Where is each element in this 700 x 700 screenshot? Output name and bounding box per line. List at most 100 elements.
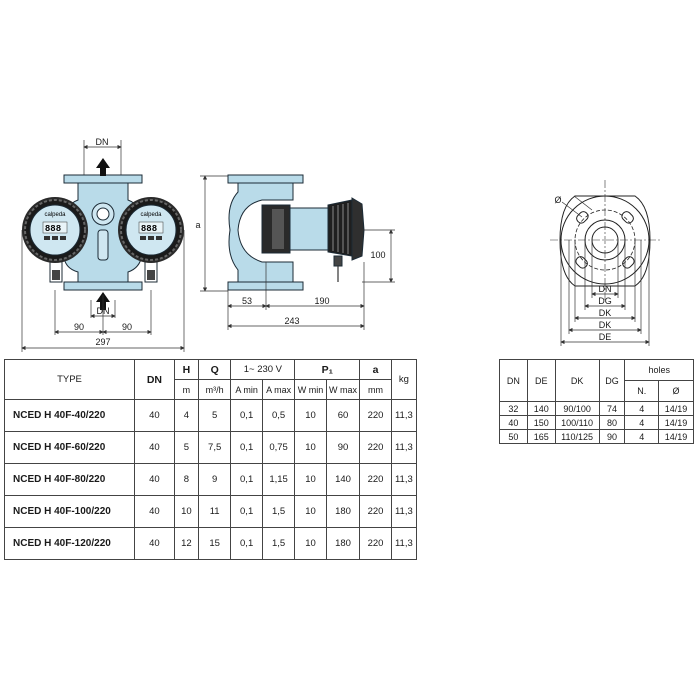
lower-flange: [63, 281, 143, 291]
row-wmax: 180: [325, 527, 361, 560]
table-row: 40 150 100/110 80 4 14/19: [499, 415, 694, 430]
row-h: 5: [173, 431, 199, 464]
row-kg: 11,3: [390, 431, 418, 464]
row-q: 7,5: [197, 431, 232, 464]
flange-col-dg: DG: [598, 359, 626, 402]
row-dn: 40: [133, 495, 175, 528]
row-wmax: 90: [325, 431, 361, 464]
col-dn-header: DN: [133, 359, 175, 400]
dn-top-label: DN: [96, 137, 109, 147]
col-q-unit: m³/h: [197, 379, 232, 400]
row-q: 5: [197, 399, 232, 432]
flange-de: 140: [526, 401, 556, 416]
table-row: NCED H 40F-80/220 40 8 9 0,1 1,15 10 140…: [4, 463, 418, 496]
col-type-header: TYPE: [4, 359, 135, 400]
dim-left-90: 90: [74, 322, 84, 332]
col-wmin-header: W min: [294, 379, 327, 400]
flange-col-dk: DK: [554, 359, 600, 402]
row-wmin: 10: [294, 495, 327, 528]
row-amin: 0,1: [230, 527, 263, 560]
flange-dn: 32: [499, 401, 528, 416]
table-row: 32 140 90/100 74 4 14/19: [499, 401, 694, 416]
flange-de: 165: [526, 429, 556, 444]
flange-dn: 40: [499, 415, 528, 430]
flange-dn: 50: [499, 429, 528, 444]
row-wmax: 140: [325, 463, 361, 496]
flange-dg: 74: [598, 401, 626, 416]
flange-dn-label: DN: [599, 284, 612, 294]
row-wmin: 10: [294, 463, 327, 496]
row-kg: 11,3: [390, 495, 418, 528]
dim-right-90: 90: [122, 322, 132, 332]
row-a: 220: [359, 463, 392, 496]
flange-dk-label-2: DK: [599, 320, 612, 330]
row-h: 12: [173, 527, 199, 560]
flange-dg: 90: [598, 429, 626, 444]
row-amin: 0,1: [230, 463, 263, 496]
flange-de: 150: [526, 415, 556, 430]
col-q-header: Q: [197, 359, 232, 380]
col-h-header: H: [173, 359, 199, 380]
row-type: NCED H 40F-120/220: [4, 527, 135, 560]
flange-col-de: DE: [526, 359, 556, 402]
technical-drawings: DN DN calpeda 888: [21, 137, 660, 352]
row-wmax: 180: [325, 495, 361, 528]
row-h: 8: [173, 463, 199, 496]
flange-col-n: N.: [624, 380, 660, 402]
upper-flange: [63, 174, 143, 184]
dim-243: 243: [284, 316, 299, 326]
flange-table: DN DE DK DG holes N. Ø 32 140 90/100 74 …: [499, 359, 694, 444]
table-row: NCED H 40F-120/220 40 12 15 0,1 1,5 10 1…: [4, 527, 418, 560]
front-view: DN DN calpeda 888: [21, 137, 185, 352]
flange-n: 4: [624, 429, 660, 444]
col-kg-header: kg: [390, 359, 418, 400]
row-dn: 40: [133, 463, 175, 496]
flange-phi: 14/19: [658, 415, 694, 430]
left-motor-head: calpeda 888: [22, 197, 88, 283]
flange-col-holes: holes: [624, 359, 694, 381]
col-a-header: a: [359, 359, 392, 380]
right-motor-head: calpeda 888: [118, 197, 184, 283]
row-h: 10: [173, 495, 199, 528]
flange-phi: 14/19: [658, 429, 694, 444]
flange-col-phi: Ø: [658, 380, 694, 402]
row-h: 4: [173, 399, 199, 432]
display-left-readout: 888: [45, 224, 61, 234]
row-type: NCED H 40F-40/220: [4, 399, 135, 432]
dim-297: 297: [95, 337, 110, 347]
row-kg: 11,3: [390, 527, 418, 560]
display-right-readout: 888: [141, 224, 157, 234]
flange-dk: 90/100: [554, 401, 600, 416]
row-wmax: 60: [325, 399, 361, 432]
row-wmin: 10: [294, 431, 327, 464]
flange-col-dn: DN: [499, 359, 528, 402]
flange-n: 4: [624, 415, 660, 430]
flow-arrow-up-top-icon: [96, 158, 110, 176]
side-pump-body: [228, 182, 294, 283]
row-a: 220: [359, 527, 392, 560]
row-amax: 1,15: [261, 463, 296, 496]
row-dn: 40: [133, 431, 175, 464]
row-amax: 1,5: [261, 495, 296, 528]
row-q: 15: [197, 527, 232, 560]
col-a-unit: mm: [359, 379, 392, 400]
flange-dg: 80: [598, 415, 626, 430]
col-wmax-header: W max: [325, 379, 361, 400]
brand-left-label: calpeda: [44, 212, 66, 218]
row-amin: 0,1: [230, 431, 263, 464]
row-amax: 0,5: [261, 399, 296, 432]
col-amax-header: A max: [261, 379, 296, 400]
flange-de-label: DE: [599, 332, 612, 342]
row-type: NCED H 40F-100/220: [4, 495, 135, 528]
row-type: NCED H 40F-60/220: [4, 431, 135, 464]
col-h-unit: m: [173, 379, 199, 400]
row-a: 220: [359, 431, 392, 464]
side-view: a 100 53 190 243: [195, 174, 395, 330]
table-row: NCED H 40F-60/220 40 5 7,5 0,1 0,75 10 9…: [4, 431, 418, 464]
col-p1-header: P₁: [294, 359, 361, 380]
flange-phi: 14/19: [658, 401, 694, 416]
row-amin: 0,1: [230, 399, 263, 432]
dim-53: 53: [242, 296, 252, 306]
flange-phi-label: Ø: [554, 195, 561, 205]
performance-table: TYPE DN H Q 1~ 230 V P₁ a kg m m³/h A mi…: [4, 359, 418, 560]
